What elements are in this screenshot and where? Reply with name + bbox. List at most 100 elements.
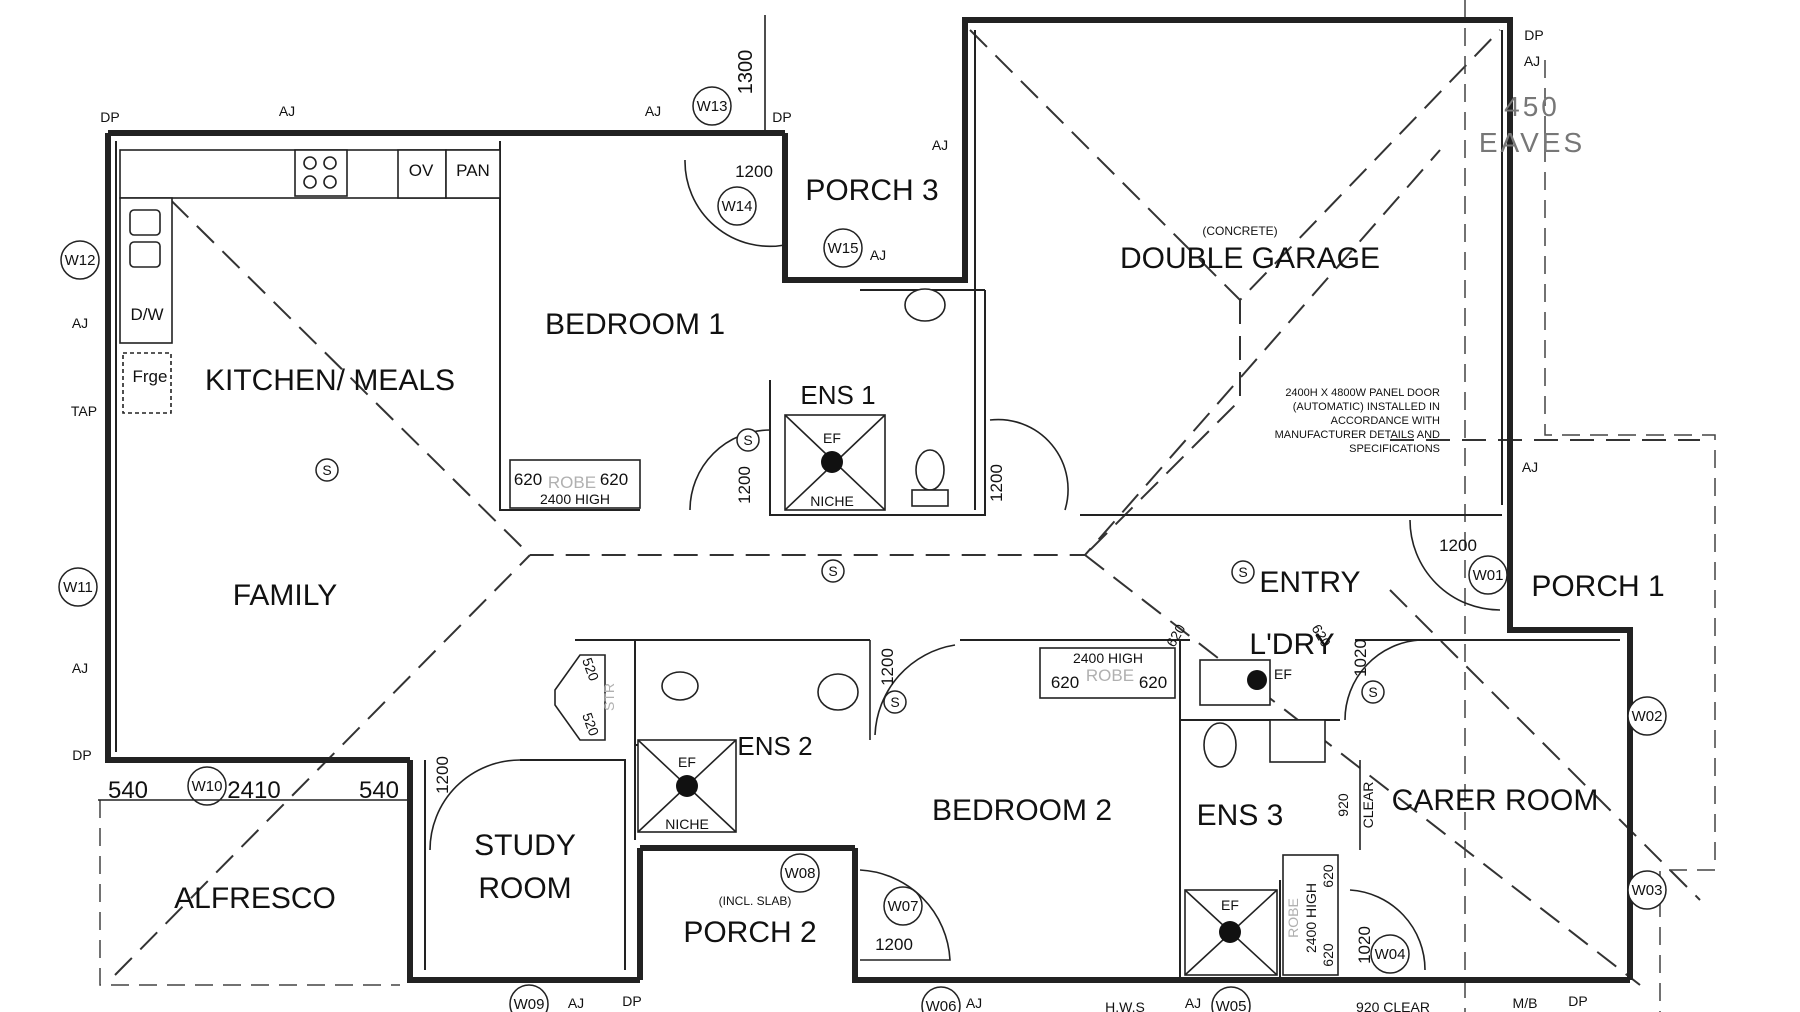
dim-520-b: 520 <box>579 711 602 739</box>
dim-1200-porch1: 1200 <box>1439 536 1477 555</box>
window-tag-w11: W11 <box>63 579 93 596</box>
dim-1200-bed2: 1200 <box>878 648 897 686</box>
label-pantry: PAN <box>456 161 490 180</box>
fridge-space <box>122 352 172 414</box>
marker-dp-left: DP <box>72 747 91 763</box>
room-ens1: ENS 1 <box>800 380 875 410</box>
robe-bed1 <box>509 459 641 509</box>
window-tag-w12: W12 <box>65 252 96 269</box>
dim-620-carer-a: 620 <box>1320 864 1336 888</box>
label-oven: OV <box>409 161 434 180</box>
note-concrete: (CONCRETE) <box>1202 224 1277 238</box>
window-tag-w07: W07 <box>888 898 919 915</box>
dim-1200-porch2: 1200 <box>875 935 913 954</box>
label-robe-bed2-high: 2400 HIGH <box>1073 650 1143 666</box>
room-ens2: ENS 2 <box>737 731 812 761</box>
marker-aj-bottom2: AJ <box>966 995 982 1011</box>
dim-620-bed2b: 620 <box>1139 673 1167 692</box>
label-ef-ens2: EF <box>678 754 696 770</box>
window-tag-w08: W08 <box>785 865 816 882</box>
dim-1020-carer: 1020 <box>1355 926 1374 964</box>
robe-bed2 <box>1039 647 1176 699</box>
dim-620-carer-b: 620 <box>1320 943 1336 967</box>
cooktop <box>294 149 348 197</box>
marker-mb: M/B <box>1513 995 1538 1011</box>
marker-tap: TAP <box>71 403 97 419</box>
room-porch3: PORCH 3 <box>805 174 938 207</box>
dim-520-a: 520 <box>579 656 602 684</box>
robe-carer <box>1282 854 1339 976</box>
note-incl-slab: (INCL. SLAB) <box>719 894 792 908</box>
window-tag-w04: W04 <box>1375 946 1406 963</box>
dim-920-clear: 920 CLEAR <box>1356 999 1430 1012</box>
dim-620-bed1a: 620 <box>514 470 542 489</box>
window-tag-w09: W09 <box>514 996 545 1012</box>
label-fridge: Frge <box>133 367 168 386</box>
window-tag-w14: W14 <box>722 198 753 215</box>
smoke-detector-hall: S <box>828 563 837 579</box>
marker-hws: H.W.S <box>1105 999 1145 1012</box>
room-porch2: PORCH 2 <box>683 916 816 949</box>
dim-1200-ens1: 1200 <box>735 466 754 504</box>
room-kitchen-meals: KITCHEN/ MEALS <box>205 364 455 397</box>
dim-1200-garage: 1200 <box>987 464 1006 502</box>
room-entry: ENTRY <box>1259 566 1360 599</box>
room-study-line2: ROOM <box>478 872 571 905</box>
note-garage-door-5: SPECIFICATIONS <box>1349 443 1440 455</box>
window-tag-w06: W06 <box>926 998 957 1012</box>
marker-aj-left1: AJ <box>72 315 88 331</box>
label-robe-bed2: ROBE <box>1086 666 1134 685</box>
dim-1300: 1300 <box>735 50 757 95</box>
room-alfresco: ALFRESCO <box>174 882 336 915</box>
marker-aj-top2: AJ <box>645 103 661 119</box>
marker-dp-bottom: DP <box>622 993 641 1009</box>
walls <box>105 17 1633 983</box>
window-tag-w01: W01 <box>1473 567 1504 584</box>
door-swings <box>429 159 1501 971</box>
eaves-value: 450 <box>1504 91 1560 122</box>
room-bedroom1: BEDROOM 1 <box>545 308 725 341</box>
window-tags: W01 W02 W03 W04 W05 W06 W07 W08 W09 W10 … <box>58 86 1667 1012</box>
dim-620-bed2a: 620 <box>1051 673 1079 692</box>
note-garage-door-3: ACCORDANCE WITH <box>1331 415 1440 427</box>
label-ef-ens1: EF <box>823 430 841 446</box>
window-tag-w03: W03 <box>1632 882 1663 899</box>
label-str: STR <box>601 683 617 711</box>
marker-aj-topright: AJ <box>1524 53 1540 69</box>
marker-aj-porch1: AJ <box>1522 459 1538 475</box>
robes <box>509 459 1339 976</box>
eaves-label: EAVES <box>1479 127 1585 158</box>
label-niche-ens2: NICHE <box>665 816 709 832</box>
window-tag-w02: W02 <box>1632 708 1663 725</box>
dim-620-bed1b: 620 <box>600 470 628 489</box>
room-bedroom2: BEDROOM 2 <box>932 794 1112 827</box>
markers: DP AJ AJ DP AJ AJ DP AJ AJ AJ TAP AJ DP … <box>71 27 1588 1012</box>
dim-1200-study: 1200 <box>433 756 452 794</box>
room-labels: KITCHEN/ MEALS FAMILY ALFRESCO BEDROOM 1… <box>174 174 1665 949</box>
dim-540-right: 540 <box>359 777 399 804</box>
window-tag-w13: W13 <box>697 98 728 115</box>
room-double-garage: DOUBLE GARAGE <box>1120 242 1380 275</box>
window-tag-w10: W10 <box>192 778 223 795</box>
label-robe-bed1-high: 2400 HIGH <box>540 491 610 507</box>
smoke-detector-bed1: S <box>743 432 752 448</box>
pantry <box>445 149 501 199</box>
note-garage-door-1: 2400H X 4800W PANEL DOOR <box>1285 387 1440 399</box>
room-study-line1: STUDY <box>474 829 576 862</box>
marker-dp-top: DP <box>772 109 791 125</box>
dim-clear: CLEAR <box>1360 782 1376 829</box>
notes: (CONCRETE) (INCL. SLAB) 2400H X 4800W PA… <box>719 91 1585 908</box>
marker-aj-top: AJ <box>279 103 295 119</box>
dim-1200-w14: 1200 <box>735 162 773 181</box>
window-tag-w15: W15 <box>828 240 859 257</box>
kitchen-fixtures <box>119 149 501 414</box>
smoke-detector-entry: S <box>1238 564 1247 580</box>
label-robe-bed1: ROBE <box>548 473 596 492</box>
smoke-detector-family: S <box>322 462 331 478</box>
roof-lines <box>114 29 1701 986</box>
label-robe-carer: ROBE <box>1285 898 1301 938</box>
marker-aj-left2: AJ <box>72 660 88 676</box>
marker-dp-bottomright: DP <box>1568 993 1587 1009</box>
label-ef-ens3: EF <box>1221 897 1239 913</box>
